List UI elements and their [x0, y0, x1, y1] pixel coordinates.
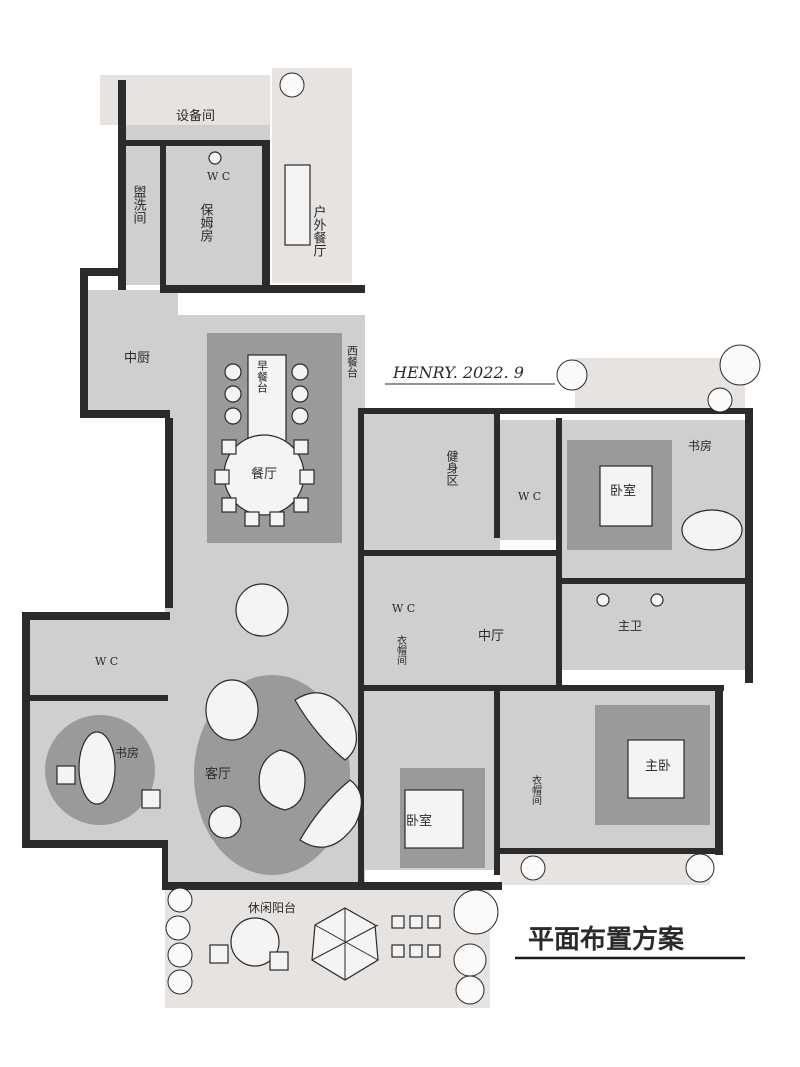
- label-chinese-kitchen: 中厨: [124, 351, 150, 366]
- label-master-bath: 主卫: [618, 619, 642, 633]
- label-master-bed: 主卧: [645, 759, 671, 774]
- walls: [22, 80, 753, 890]
- basin-top: [208, 151, 222, 165]
- label-bedroom-bottom: 卧室: [406, 813, 432, 829]
- label-closet-left: 衣帽间: [395, 634, 407, 666]
- label-outdoor-dining: 户外餐厅: [311, 204, 327, 257]
- basin-master-2: [650, 593, 664, 607]
- trees: [165, 72, 761, 1005]
- label-laundry: 盥洗间: [131, 185, 147, 224]
- balcony-furniture: [209, 907, 441, 981]
- label-study-right: 书房: [688, 438, 712, 453]
- label-living: 客厅: [205, 766, 231, 782]
- outdoor-dining-table: [284, 164, 311, 246]
- living-furniture: [205, 583, 362, 848]
- label-middle-hall: 中厅: [478, 629, 504, 644]
- label-equipment: 设备间: [176, 108, 215, 124]
- signature-text: HENRY. 2022. 9: [392, 363, 524, 382]
- label-balcony: 休闲阳台: [248, 900, 296, 915]
- bathtub: [681, 509, 743, 551]
- basin-master-1: [596, 593, 610, 607]
- equipment-terrace: [100, 75, 270, 125]
- plan-title: 平面布置方案: [528, 924, 685, 955]
- study-left-furniture: [56, 731, 161, 809]
- label-study-left: 书房: [115, 745, 139, 760]
- label-island: 早餐台: [256, 360, 269, 393]
- label-wc-mid: W C: [518, 490, 541, 503]
- dining-table: [214, 354, 315, 527]
- beds: [404, 465, 685, 849]
- label-nanny: 保姆房: [198, 203, 214, 242]
- label-dining: 餐厅: [251, 466, 277, 482]
- label-western-counter: 西餐台: [346, 345, 359, 378]
- label-wc-guest: W C: [392, 602, 415, 615]
- label-wc-left: W C: [95, 655, 118, 668]
- label-gym: 健身区: [445, 450, 459, 486]
- label-bedroom-right: 卧室: [610, 483, 636, 499]
- label-closet-right: 衣帽间: [530, 774, 542, 806]
- label-wc-top: W C: [207, 170, 230, 183]
